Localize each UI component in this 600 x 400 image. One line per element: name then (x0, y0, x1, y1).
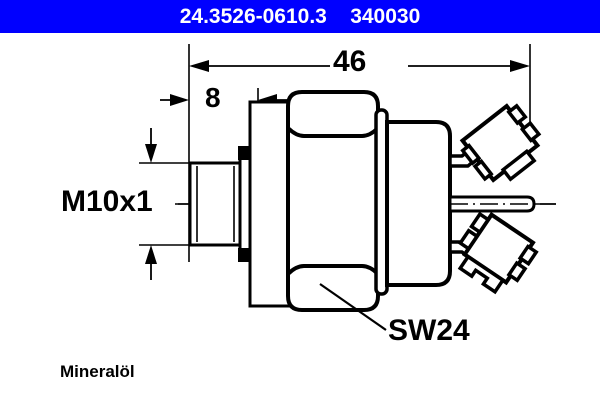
connector-upper-tab-right-bottom (519, 120, 542, 143)
dim-m10-arrow-bottom (145, 245, 157, 264)
dimension-label-46: 46 (333, 45, 367, 78)
connector-lower-latch (457, 254, 506, 295)
connector-lower-tab-right-bottom (506, 260, 528, 283)
flange-corner-bottom (238, 248, 250, 262)
flange-corner-top (238, 146, 250, 160)
dimension-label-8: 8 (205, 82, 221, 113)
sw24-leader-line (319, 283, 387, 331)
connector-upper (459, 103, 542, 183)
hex-nut-outline (286, 90, 380, 312)
connector-lower-tab-left-bottom (457, 228, 480, 252)
connector-upper-latch (500, 148, 537, 182)
hex-nut (286, 90, 380, 312)
note-fluid-type: Mineralöl (60, 362, 135, 381)
hex-chamfer-lines (286, 126, 380, 276)
flange-corner-marks (238, 146, 250, 262)
dimension-label-wrench-size: SW24 (388, 314, 470, 347)
header-part-number: 24.3526-0610.3 340030 (179, 4, 421, 28)
connector-upper-tab-right-top (506, 103, 528, 126)
connector-upper-tab-left-bottom (472, 158, 494, 182)
hex-chamfer-top (286, 126, 380, 138)
connector-lower (457, 211, 539, 295)
dim-46-arrow-right (510, 60, 530, 72)
switch-body (385, 120, 452, 287)
dim-m10-arrow-top (145, 144, 157, 163)
thread-profile-lines (196, 166, 235, 242)
connector-lower-tab-left-top (469, 211, 491, 235)
collar-body (248, 100, 292, 308)
dimension-label-thread: M10x1 (61, 185, 153, 218)
dim-46-arrow-left (189, 60, 209, 72)
connector-lower-tab-right-top (517, 244, 539, 267)
connector-upper-tab-left-top (460, 143, 482, 166)
dim-8-arrow-left (170, 94, 189, 106)
thread-body (188, 161, 242, 247)
header-bar: 24.3526-0610.3 340030 (0, 0, 600, 33)
threaded-shank (188, 161, 242, 247)
hex-chamfer-bottom (286, 264, 380, 276)
shank-collar (248, 100, 292, 308)
dimension-46 (189, 60, 530, 72)
switch-body-outline (385, 120, 452, 287)
